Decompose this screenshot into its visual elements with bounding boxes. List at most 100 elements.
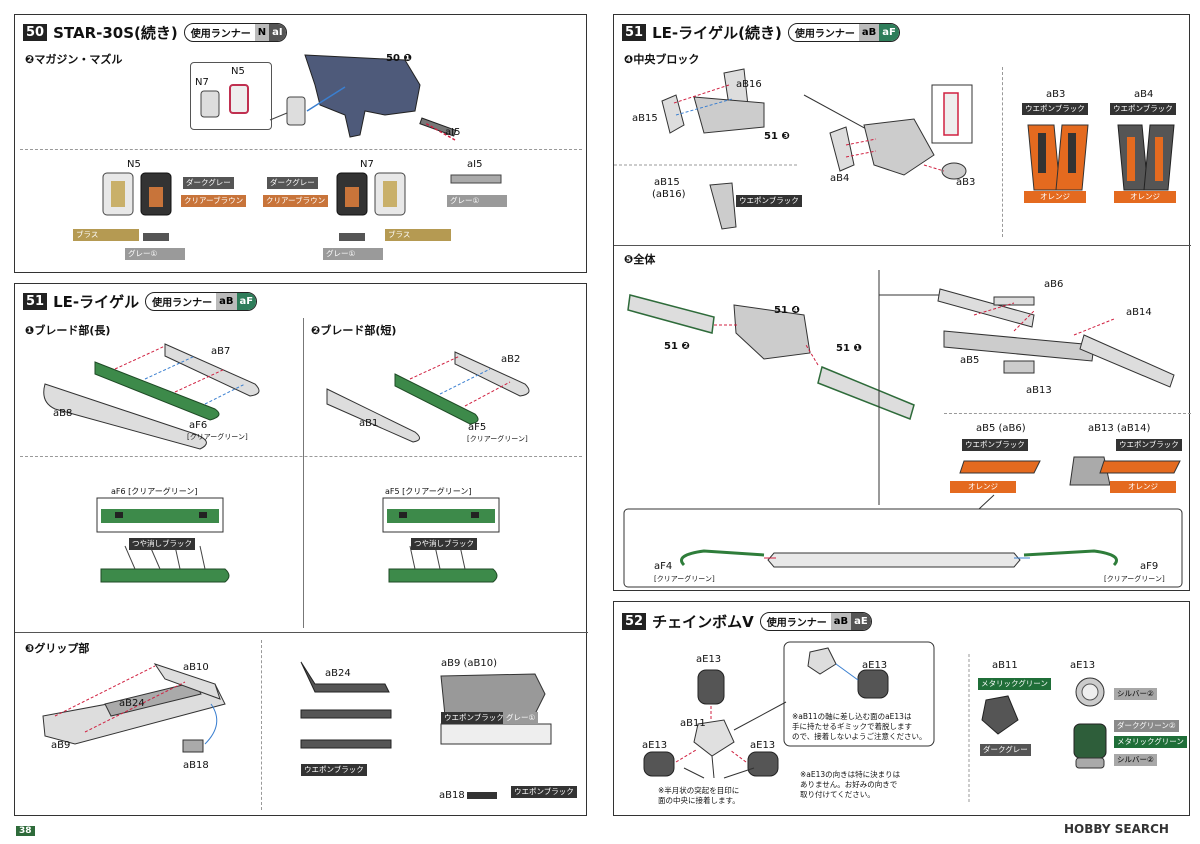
- runner-ae: aE: [851, 613, 871, 630]
- tag-clear-brown-2: クリアーブラウン: [263, 195, 329, 207]
- tag-matte-black: つや消しブラック: [129, 538, 195, 550]
- runner-ab: aB: [216, 293, 237, 310]
- watermark: HOBBY SEARCH: [1064, 822, 1169, 836]
- label-ab18: aB18: [183, 760, 209, 771]
- whole-assembly-drawing: [623, 270, 1183, 588]
- note-line: 手に持たせるギミックで着脱します: [792, 722, 912, 731]
- tag-dark-gray-2: ダークグレー: [267, 177, 318, 189]
- step-title: LE-ライゲル: [53, 293, 140, 311]
- label-ab6: aB6: [1044, 279, 1064, 290]
- magazine-inset: [190, 62, 272, 130]
- step-52-header: 52 チェインボムV 使用ランナー aB aE: [622, 611, 872, 632]
- label-ae13-top: aE13: [696, 654, 722, 665]
- panel-step-52: 52 チェインボムV 使用ランナー aB aE aE13 aB11 aE13 a: [613, 601, 1190, 816]
- tag-clear-brown: クリアーブラウン: [181, 195, 247, 207]
- label-ae13-detail: aE13: [1070, 660, 1096, 671]
- chain-bomb-drawing: [643, 641, 1107, 802]
- ref-step-51-1: 51 ❶: [836, 343, 862, 354]
- label-ab24-detail: aB24: [325, 668, 351, 679]
- label-ab16: aB16: [736, 79, 762, 90]
- step-title: STAR-30S(続き): [53, 24, 178, 42]
- runner-ai: aI: [269, 24, 286, 41]
- label-ab14: aB14: [1126, 307, 1152, 318]
- label-ab9-detail: aB9 (aB10): [441, 658, 498, 669]
- note-line: 面の中央に接着します。: [658, 796, 740, 805]
- step-number: 52: [622, 613, 647, 630]
- section-magazine-muzzle: ❷マガジン・マズル: [25, 53, 123, 66]
- divider-vertical: [1002, 67, 1003, 237]
- note-line: ※aE13の向きは特に決まりは: [800, 770, 901, 779]
- label-n5: N5: [231, 66, 245, 77]
- runner-label: 使用ランナー: [152, 298, 213, 309]
- step-number: 51: [622, 24, 647, 41]
- ref-step-50-1: 50 ❶: [386, 53, 412, 64]
- label-ab9: aB9: [51, 740, 71, 751]
- label-af5-detail: aF5 [クリアーグリーン]: [385, 487, 472, 496]
- section-whole: ❺全体: [624, 253, 656, 266]
- label-ab1: aB1: [359, 418, 379, 429]
- color-guide-n7-title: N7: [360, 159, 374, 170]
- step-number: 50: [23, 24, 48, 41]
- tag-gray1-3: グレー①: [447, 195, 507, 207]
- note-line: ※aB11の軸に差し込む面のaE13は: [792, 712, 912, 721]
- label-af5: aF5: [468, 422, 487, 433]
- label-af6-detail: aF6 [クリアーグリーン]: [111, 487, 198, 496]
- label-ab16-detail: (aB16): [652, 189, 686, 200]
- tag-silver2: シルバー②: [1114, 688, 1157, 700]
- label-ab13-detail: aB13 (aB14): [1088, 423, 1151, 434]
- color-guide-drawing: [102, 172, 502, 241]
- tag-metallic-green-2: メタリックグリーン: [1114, 736, 1187, 748]
- label-n7: N7: [195, 77, 209, 88]
- runner-badge: 使用ランナー aB aF: [787, 23, 900, 42]
- tag-orange-4: オレンジ: [1110, 481, 1176, 493]
- divider-vertical: [303, 318, 304, 628]
- divider: [20, 456, 582, 457]
- note-line: 取り付けてください。: [800, 790, 875, 799]
- label-ab3-detail: aB3: [1046, 89, 1066, 100]
- step-50-header: 50 STAR-30S(続き) 使用ランナー N aI: [23, 22, 287, 43]
- label-ab2: aB2: [501, 354, 521, 365]
- divider: [20, 149, 582, 150]
- label-ab8: aB8: [53, 408, 73, 419]
- tag-weapon-black: ウエポンブラック: [301, 764, 367, 776]
- center-block-drawing: [614, 68, 1175, 230]
- step-title: LE-ライゲル(続き): [652, 24, 782, 42]
- step-title: チェインボムV: [652, 613, 754, 631]
- label-ab4-detail: aB4: [1134, 89, 1154, 100]
- label-af4: aF4: [654, 561, 673, 572]
- section-center-block: ❹中央ブロック: [624, 53, 700, 66]
- tag-dark-gray: ダークグレー: [183, 177, 234, 189]
- runner-ab: aB: [830, 613, 852, 630]
- ref-step-51-4: 51 ❹: [774, 305, 800, 316]
- tag-dark-green2: ダークグリーン②: [1114, 720, 1179, 732]
- label-ab15-detail: aB15: [654, 177, 680, 188]
- panel-step-51: 51 LE-ライゲル 使用ランナー aB aF ❶ブレード部(長) ❷ブレード部…: [14, 283, 588, 816]
- color-guide-ai5-title: aI5: [467, 159, 483, 170]
- note-detach: ※aB11の軸に差し込む面のaE13は 手に持たせるギミックで着脱します ので、…: [792, 712, 927, 742]
- runner-ab: aB: [858, 24, 880, 41]
- blade-detail-drawing: [96, 497, 500, 583]
- tag-dark-gray: ダークグレー: [980, 744, 1031, 756]
- tag-metallic-green: メタリックグリーン: [978, 678, 1051, 690]
- tag-weapon-black-3: ウエポンブラック: [511, 786, 577, 798]
- tag-orange-3: オレンジ: [950, 481, 1016, 493]
- step-51-cont-header: 51 LE-ライゲル(続き) 使用ランナー aB aF: [622, 22, 900, 43]
- label-af9-color: [クリアーグリーン]: [1104, 575, 1165, 583]
- label-ab13: aB13: [1026, 385, 1052, 396]
- panel-step-50: 50 STAR-30S(続き) 使用ランナー N aI ❷マガジン・マズル N7…: [14, 14, 587, 273]
- runner-badge: 使用ランナー N aI: [183, 23, 287, 42]
- note-line: ※半月状の突起を目印に: [658, 786, 740, 795]
- runner-label: 使用ランナー: [766, 618, 827, 629]
- runner-label: 使用ランナー: [190, 29, 251, 40]
- tag-matte-black-2: つや消しブラック: [411, 538, 477, 550]
- step-51-header: 51 LE-ライゲル 使用ランナー aB aF: [23, 291, 258, 312]
- ref-step-51-3: 51 ❸: [764, 131, 790, 142]
- tag-orange: オレンジ: [1024, 191, 1086, 203]
- label-ab5-detail: aB5 (aB6): [976, 423, 1026, 434]
- runner-badge: 使用ランナー aB aE: [759, 612, 872, 631]
- divider-horizontal: [15, 632, 588, 633]
- color-guide-n5-title: N5: [127, 159, 141, 170]
- label-ab5: aB5: [960, 355, 980, 366]
- blade-assembly-drawing: [43, 343, 530, 450]
- label-ae13-right: aE13: [750, 740, 776, 751]
